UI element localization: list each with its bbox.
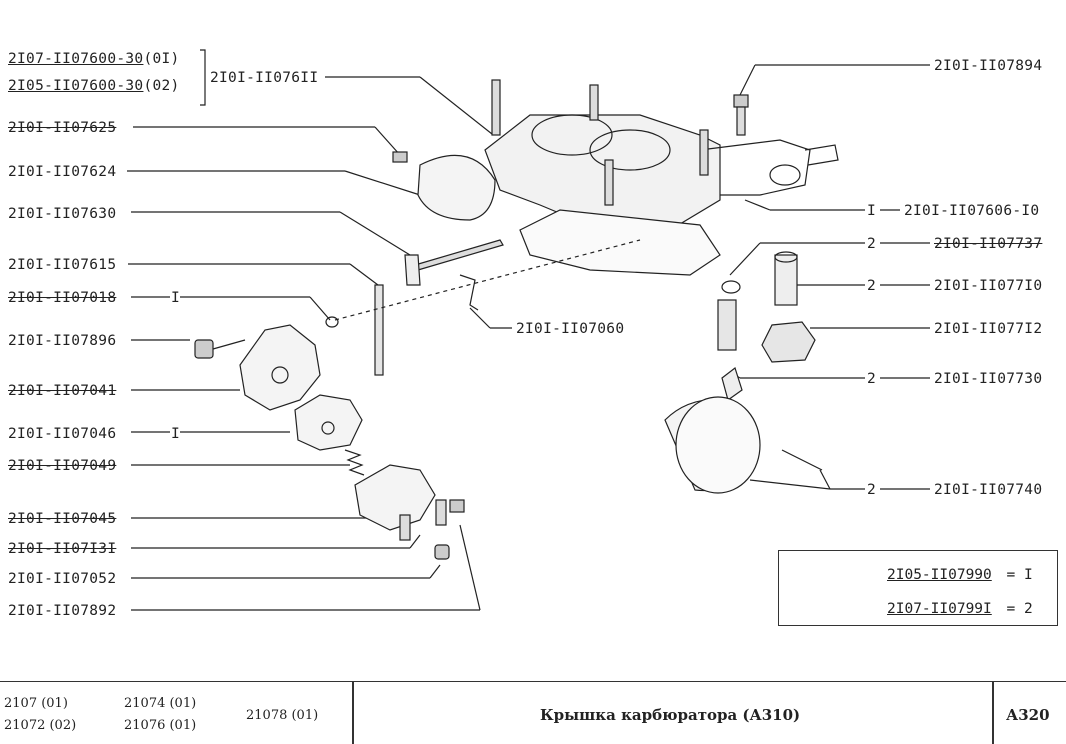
- part-label-07737: 2I0I-II07737: [934, 236, 1043, 252]
- qty-07740: 2: [867, 482, 876, 498]
- repair-kit-box: 2I05-II07990 = I 2I07-II0799I = 2: [778, 550, 1058, 626]
- assembly-ref-2105-variant: (02): [143, 78, 180, 94]
- part-label-07624: 2I0I-II07624: [8, 164, 117, 180]
- part-label-07060: 2I0I-II07060: [516, 321, 625, 337]
- model-21078: 21078 (01): [246, 708, 319, 723]
- qty-07737: 2: [867, 236, 876, 252]
- part-label-07606: 2I0I-II07606-I0: [904, 203, 1040, 219]
- qty-07046: I: [171, 426, 180, 442]
- part-label-07740: 2I0I-II07740: [934, 482, 1043, 498]
- part-label-07052: 2I0I-II07052: [8, 571, 117, 587]
- part-label-07625: 2I0I-II07625: [8, 120, 117, 136]
- model-21072: 21072 (02): [4, 718, 77, 733]
- part-label-07049: 2I0I-II07049: [8, 458, 117, 474]
- part-label-07018: 2I0I-II07018: [8, 290, 117, 306]
- assembly-ref-2107-variant: (0I): [143, 51, 180, 67]
- qty-07606: I: [867, 203, 876, 219]
- footer-divider-2: [992, 682, 994, 744]
- kit-row-1-code: 2I05-II07990: [887, 567, 992, 583]
- part-label-07712: 2I0I-II077I2: [934, 321, 1043, 337]
- qty-07018: I: [171, 290, 180, 306]
- part-label-07710: 2I0I-II077I0: [934, 278, 1043, 294]
- qty-07710: 2: [867, 278, 876, 294]
- assembly-ref-2105-code: 2I05-II07600-30: [8, 78, 144, 94]
- part-label-07892: 2I0I-II07892: [8, 603, 117, 619]
- part-label-07730: 2I0I-II07730: [934, 371, 1043, 387]
- page-title: Крышка карбюратора (А310): [540, 706, 801, 724]
- part-label-07041: 2I0I-II07041: [8, 383, 117, 399]
- assembly-ref-2107-code: 2I07-II07600-30: [8, 51, 144, 67]
- kit-row-2-qty: = 2: [1006, 601, 1033, 617]
- part-label-07046: 2I0I-II07046: [8, 426, 117, 442]
- assembly-ref-2107: 2I07-II07600-30(0I): [8, 51, 180, 67]
- model-2107: 2107 (01): [4, 696, 68, 711]
- kit-row-1-qty: = I: [1006, 567, 1033, 583]
- model-21074: 21074 (01): [124, 696, 197, 711]
- part-label-07894: 2I0I-II07894: [934, 58, 1043, 74]
- part-label-07615: 2I0I-II07615: [8, 257, 117, 273]
- qty-07730: 2: [867, 371, 876, 387]
- part-label-07131: 2I0I-II07I3I: [8, 541, 117, 557]
- part-label-07896: 2I0I-II07896: [8, 333, 117, 349]
- kit-row-2: 2I07-II0799I = 2: [887, 601, 1033, 617]
- part-label-076II: 2I0I-II076II: [210, 70, 319, 86]
- part-label-07045: 2I0I-II07045: [8, 511, 117, 527]
- kit-row-2-code: 2I07-II0799I: [887, 601, 992, 617]
- footer-divider-1: [352, 682, 354, 744]
- part-label-07630: 2I0I-II07630: [8, 206, 117, 222]
- model-21076: 21076 (01): [124, 718, 197, 733]
- page-code: А320: [1006, 706, 1050, 724]
- footer-title-block: 2107 (01) 21072 (02) 21074 (01) 21076 (0…: [0, 681, 1066, 744]
- assembly-ref-2105: 2I05-II07600-30(02): [8, 78, 180, 94]
- kit-row-1: 2I05-II07990 = I: [887, 567, 1033, 583]
